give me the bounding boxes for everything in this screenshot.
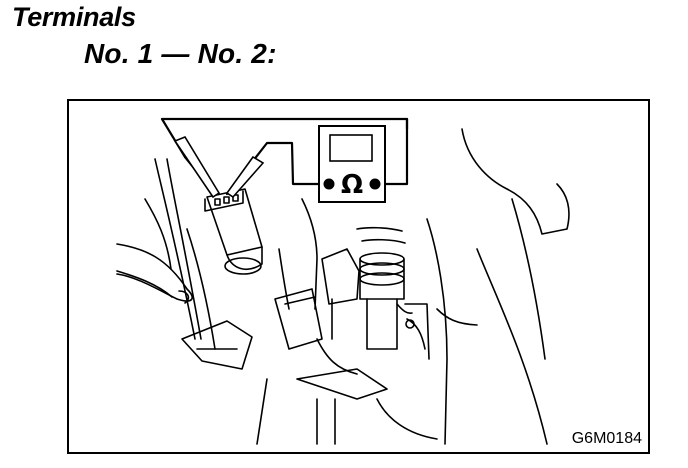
diagram-drawing: Ω <box>67 99 650 454</box>
section-title: Terminals <box>12 2 136 32</box>
diagram-figure: Ω G6M0184 <box>67 99 650 454</box>
ohm-symbol: Ω <box>341 170 363 200</box>
probe-tips <box>173 136 265 199</box>
figure-code: G6M0184 <box>571 430 642 447</box>
terminal-pair-label: No. 1 — No. 2: <box>84 38 277 69</box>
ohmmeter <box>318 125 386 203</box>
